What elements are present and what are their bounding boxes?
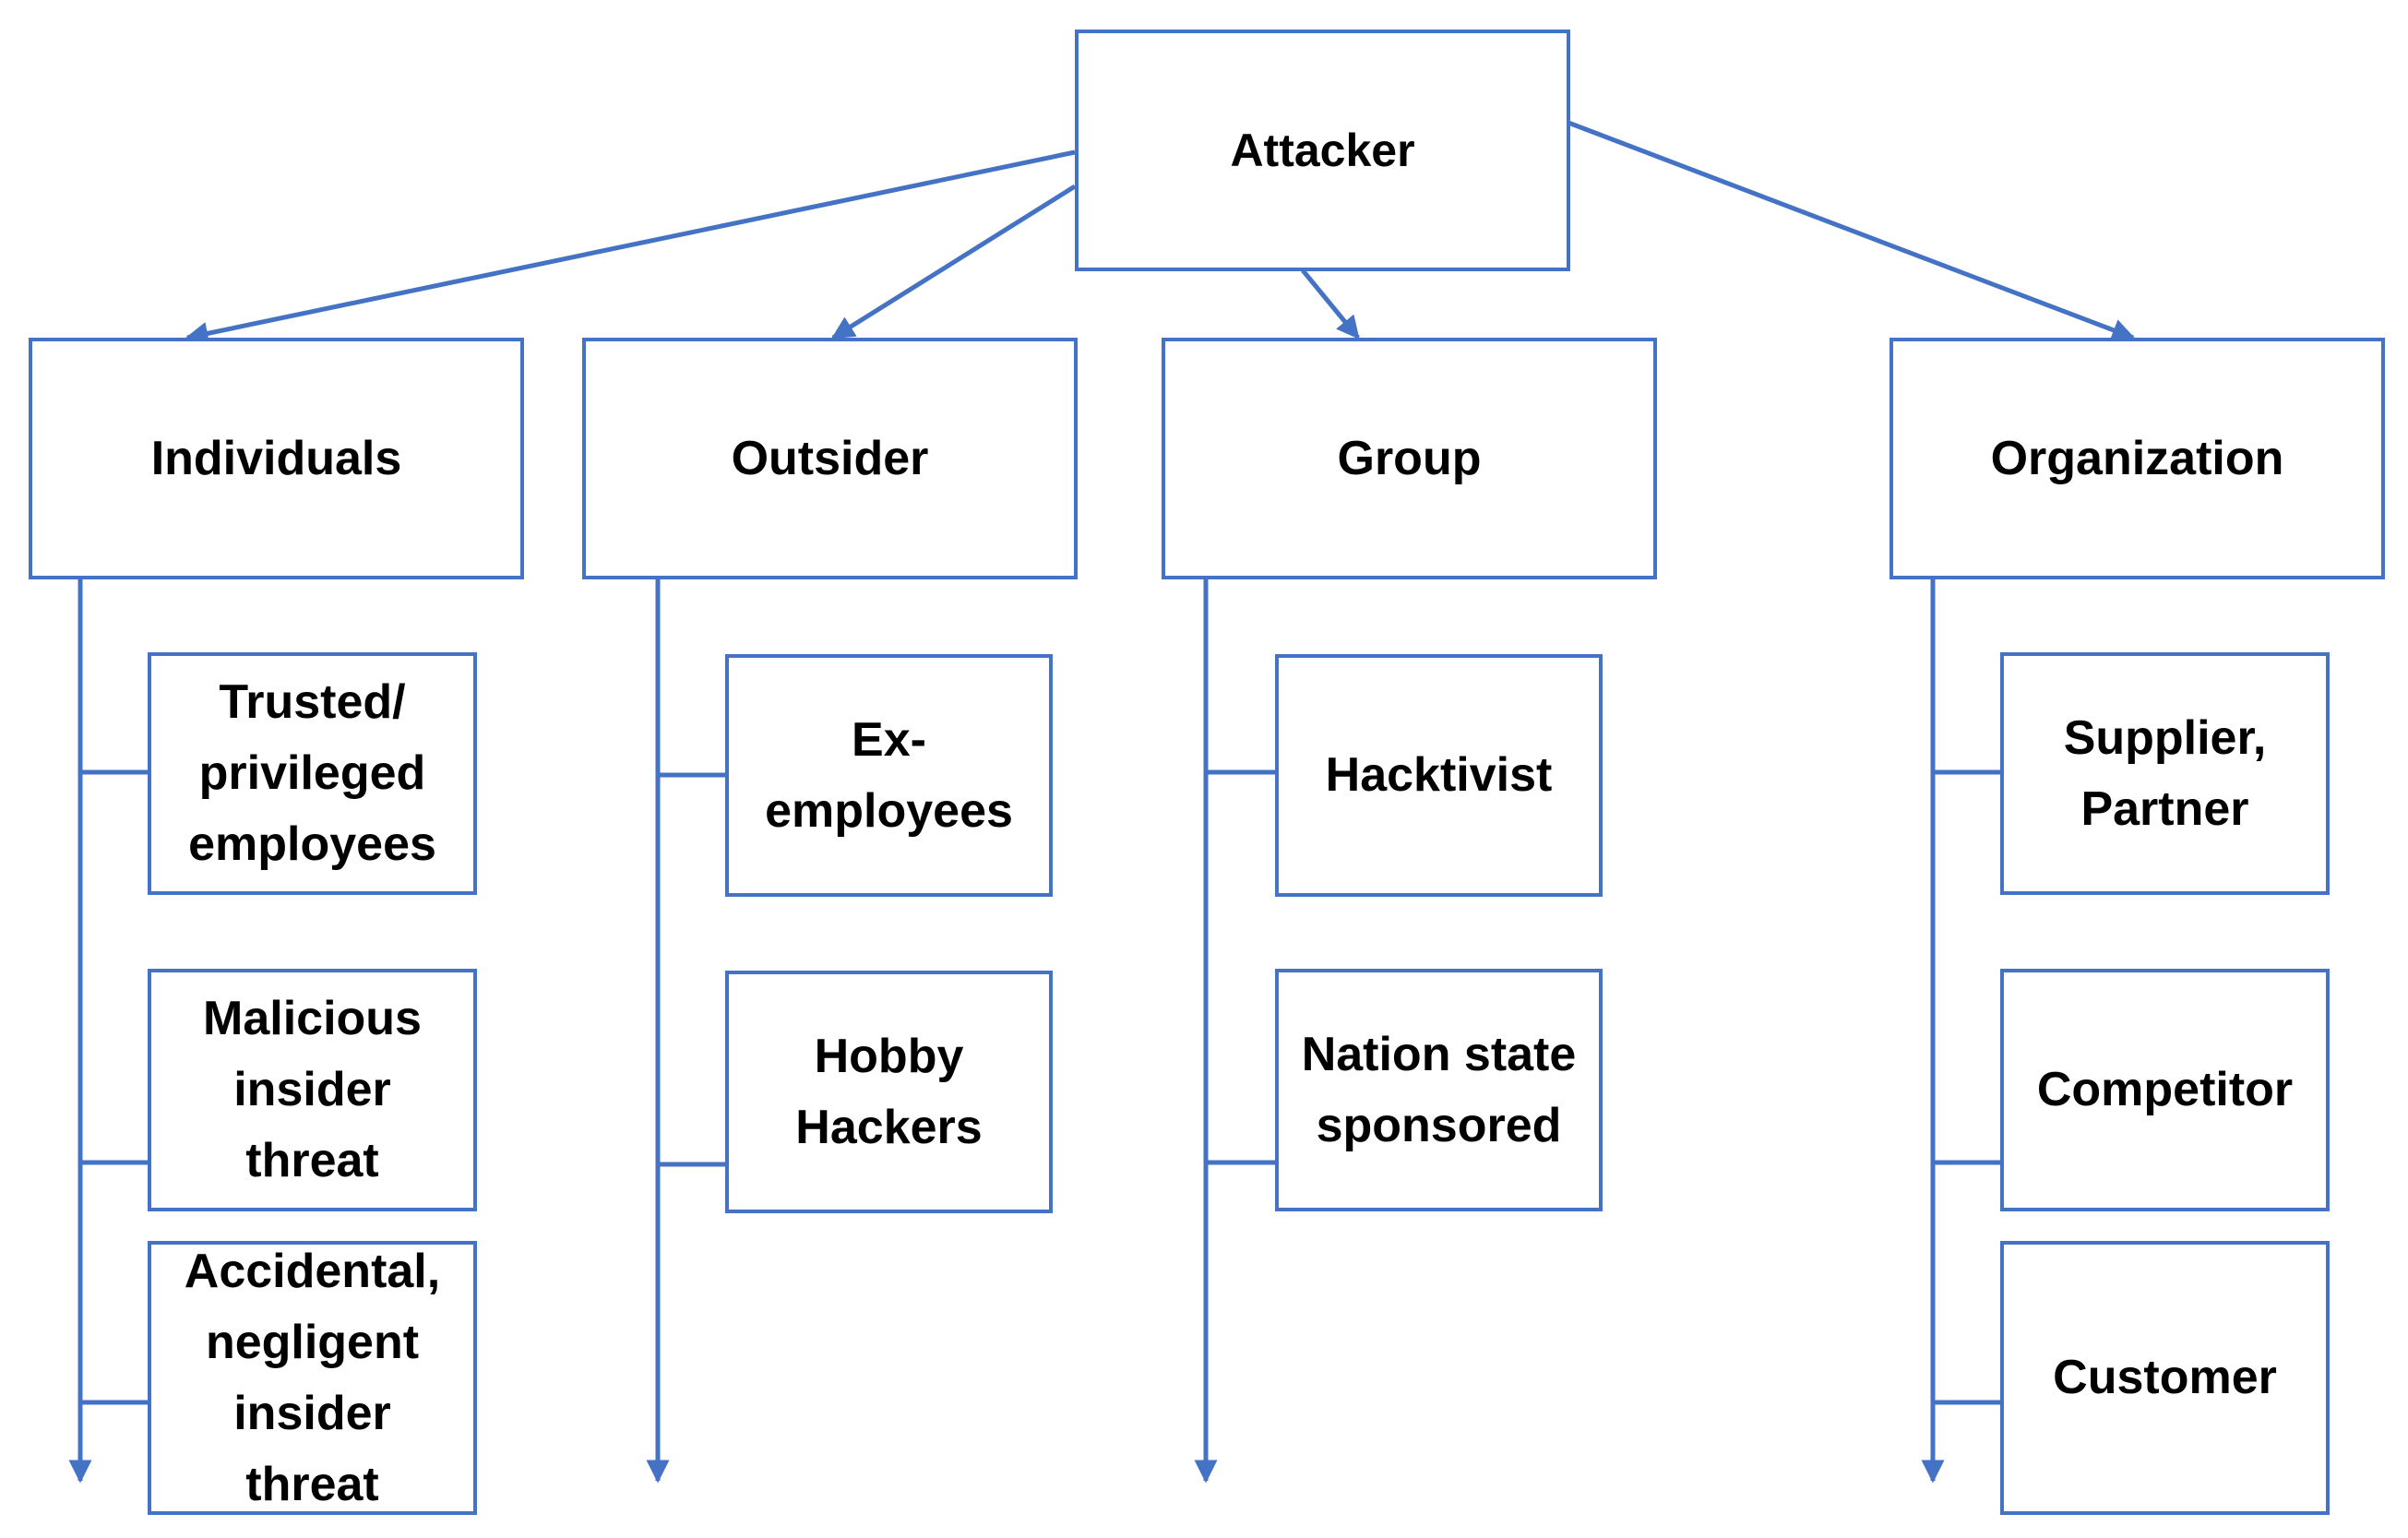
root-to-group-arrow [1301,268,1360,340]
item-competitor-box: Competitor [2000,969,2330,1211]
item-customer-label: Customer [2053,1351,2277,1404]
item-ex-employees-label: Ex- employees [765,712,1013,838]
item-hacktivist-label: Hacktivist [1325,748,1553,802]
item-customer-box: Customer [2000,1241,2330,1515]
item-supplier-partner-box: Supplier, Partner [2000,652,2330,895]
item-supplier-partner-label: Supplier, Partner [2063,710,2267,836]
root-box: Attacker [1075,30,1570,271]
category-outsider-box: Outsider [582,338,1078,579]
item-hobby-hackers-label: Hobby Hackers [795,1029,983,1154]
item-nation-state-box: Nation state sponsored [1275,969,1603,1211]
root-to-organization-arrow [1568,120,2136,341]
category-individuals-box: Individuals [29,338,524,579]
item-trusted-employees-box: Trusted/ privileged employees [148,652,477,895]
item-malicious-insider-box: Malicious insider threat [148,969,477,1211]
item-accidental-insider-label: Accidental, negligent insider threat [184,1244,441,1511]
item-hobby-hackers-box: Hobby Hackers [725,971,1053,1213]
category-individuals-label: Individuals [150,432,402,485]
root-to-outsider-arrow [830,184,1077,340]
category-organization-box: Organization [1889,338,2385,579]
item-competitor-label: Competitor [2036,1063,2294,1116]
item-malicious-insider-label: Malicious insider threat [203,992,422,1187]
category-group-box: Group [1162,338,1657,579]
root-label: Attacker [1230,125,1415,176]
root-to-individuals-arrow [185,149,1076,345]
item-hacktivist-box: Hacktivist [1275,654,1603,897]
item-ex-employees-box: Ex- employees [725,654,1053,897]
item-accidental-insider-box: Accidental, negligent insider threat [148,1241,477,1515]
item-nation-state-label: Nation state sponsored [1301,1027,1577,1152]
item-trusted-employees-label: Trusted/ privileged employees [188,675,436,871]
category-outsider-label: Outsider [731,432,929,485]
category-group-label: Group [1337,432,1482,485]
category-organization-label: Organization [1990,432,2284,485]
